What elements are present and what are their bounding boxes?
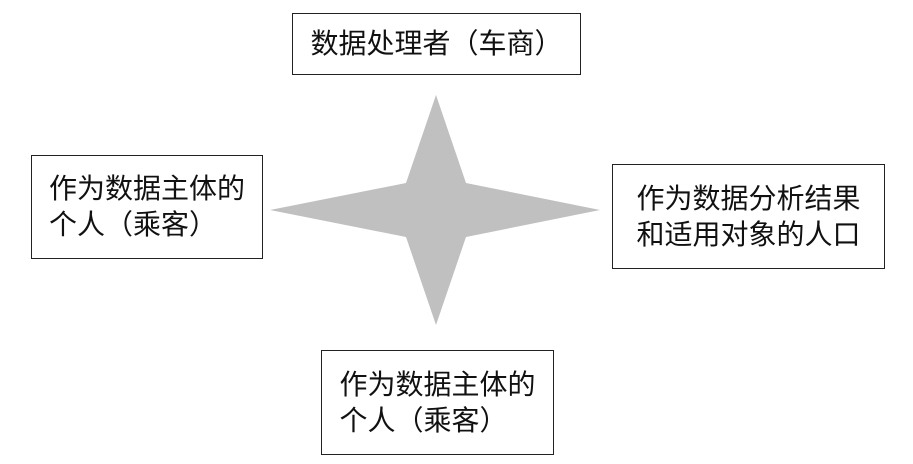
node-individual-bottom-line-1: 作为数据主体的: [339, 367, 536, 401]
node-individual-bottom-line-2: 个人（乘客）: [339, 403, 508, 437]
node-population: 作为数据分析结果 和适用对象的人口: [612, 164, 885, 269]
node-data-processor: 数据处理者（车商）: [292, 13, 581, 75]
node-individual-left-line-1: 作为数据主体的: [48, 172, 245, 205]
node-individual-left: 作为数据主体的 个人（乘客）: [31, 155, 263, 259]
star-shape: [270, 95, 600, 325]
node-individual-left-line-2: 个人（乘客）: [48, 208, 217, 241]
node-data-processor-line-1: 数据处理者（车商）: [310, 27, 563, 60]
node-population-line-2: 和适用对象的人口: [636, 217, 861, 251]
node-individual-bottom: 作为数据主体的 个人（乘客）: [321, 350, 554, 455]
node-population-line-1: 作为数据分析结果: [636, 181, 861, 215]
